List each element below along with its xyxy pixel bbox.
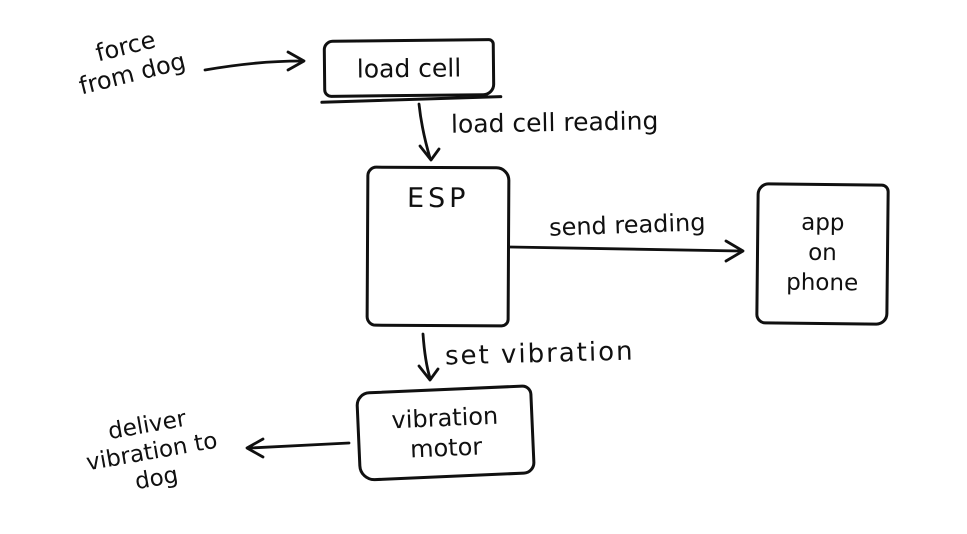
app-on-phone-node: app on phone xyxy=(755,182,890,326)
arrow-force-to-load-cell xyxy=(203,50,306,72)
arrow-load-cell-to-esp xyxy=(417,102,441,162)
edge-label-send-reading: send reading xyxy=(548,208,706,242)
esp-node: ESP xyxy=(365,165,511,328)
app-on-phone-label: app on phone xyxy=(786,209,859,297)
load-cell-label: load cell xyxy=(356,52,462,84)
vibration-motor-node: vibration motor xyxy=(355,384,536,482)
load-cell-node: load cell xyxy=(320,38,503,104)
arrow-esp-to-app xyxy=(508,239,745,263)
arrow-vibration-motor-to-dog xyxy=(245,437,351,459)
vibration-motor-label: vibration motor xyxy=(390,401,499,464)
arrow-esp-to-vibration-motor xyxy=(417,332,440,382)
edge-label-load-cell-reading: load cell reading xyxy=(450,106,659,139)
esp-label: ESP xyxy=(406,182,470,215)
edge-label-set-vibration: set vibration xyxy=(444,336,635,372)
